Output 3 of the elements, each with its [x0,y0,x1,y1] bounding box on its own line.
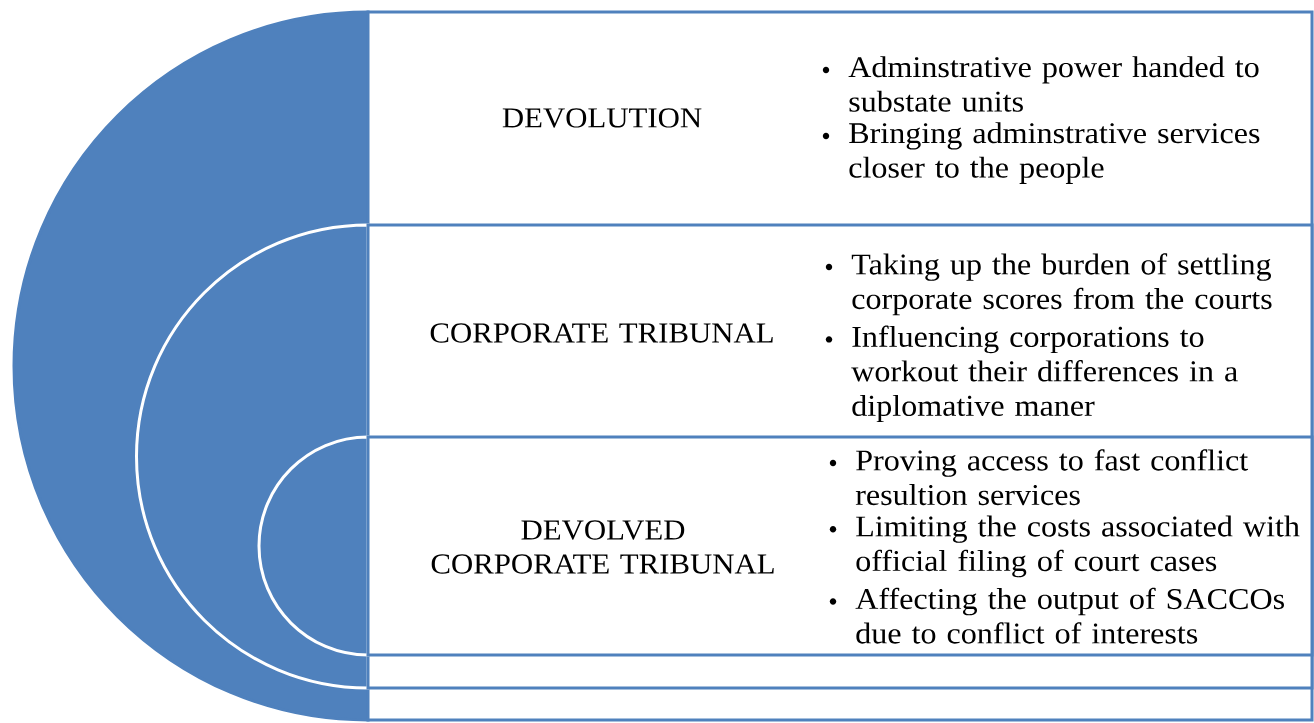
heading-text: DEVOLUTION [502,108,702,128]
bullet-item: Bringing adminstrative services closer to the people [849,122,1260,184]
bullet-item: Adminstrative power handed to substate units [848,56,1259,112]
